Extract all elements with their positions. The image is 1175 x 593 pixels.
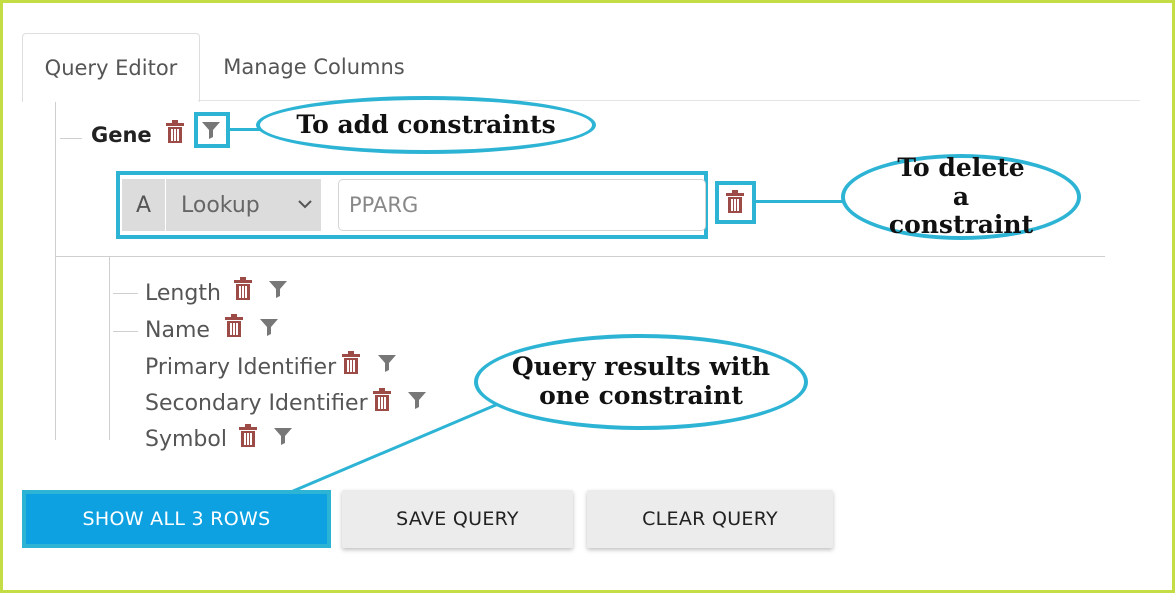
tree-line bbox=[109, 257, 110, 440]
attribute-label: Name bbox=[145, 318, 210, 343]
add-constraint-highlight bbox=[194, 112, 230, 148]
callout-query-results: Query results with one constraint bbox=[474, 334, 808, 430]
tab-divider bbox=[198, 100, 1140, 101]
tree-line bbox=[113, 331, 138, 332]
tree-line bbox=[55, 256, 1105, 257]
delete-constraint-highlight bbox=[715, 181, 756, 224]
filter-icon[interactable] bbox=[259, 317, 279, 337]
callout-connector bbox=[230, 128, 260, 131]
trash-icon[interactable] bbox=[238, 424, 258, 448]
chevron-down-icon bbox=[298, 200, 312, 209]
tab-manage-columns[interactable]: Manage Columns bbox=[223, 55, 405, 79]
filter-icon[interactable] bbox=[273, 426, 293, 446]
trash-icon[interactable] bbox=[725, 190, 745, 214]
tree-line bbox=[113, 293, 138, 294]
filter-icon[interactable] bbox=[407, 390, 427, 410]
tab-query-editor[interactable]: Query Editor bbox=[22, 33, 200, 102]
callout-connector bbox=[756, 200, 844, 203]
callout-add-constraints: To add constraints bbox=[256, 96, 596, 154]
trash-icon[interactable] bbox=[233, 277, 253, 301]
save-query-button[interactable]: SAVE QUERY bbox=[342, 490, 573, 548]
trash-icon[interactable] bbox=[341, 351, 361, 375]
filter-icon[interactable] bbox=[377, 353, 397, 373]
tree-line bbox=[60, 138, 82, 139]
attribute-label: Primary Identifier bbox=[145, 355, 337, 380]
attribute-label: Length bbox=[145, 281, 221, 306]
trash-icon[interactable] bbox=[165, 120, 185, 144]
operator-select[interactable]: Lookup bbox=[166, 179, 321, 231]
show-rows-button[interactable]: SHOW ALL 3 ROWS bbox=[22, 490, 331, 548]
constraint-value-input[interactable]: PPARG bbox=[338, 179, 706, 231]
filter-icon[interactable] bbox=[201, 120, 221, 140]
constraint-highlight bbox=[116, 171, 708, 239]
callout-delete-constraint: To delete a constraint bbox=[841, 153, 1081, 240]
filter-icon[interactable] bbox=[268, 279, 288, 299]
tree-line bbox=[55, 102, 56, 440]
constraint-code: A bbox=[122, 179, 165, 231]
trash-icon[interactable] bbox=[224, 314, 244, 338]
attribute-label: Symbol bbox=[145, 427, 227, 452]
trash-icon[interactable] bbox=[372, 388, 392, 412]
attribute-label: Secondary Identifier bbox=[145, 391, 368, 416]
clear-query-button[interactable]: CLEAR QUERY bbox=[587, 490, 833, 548]
root-node-label: Gene bbox=[91, 123, 152, 147]
